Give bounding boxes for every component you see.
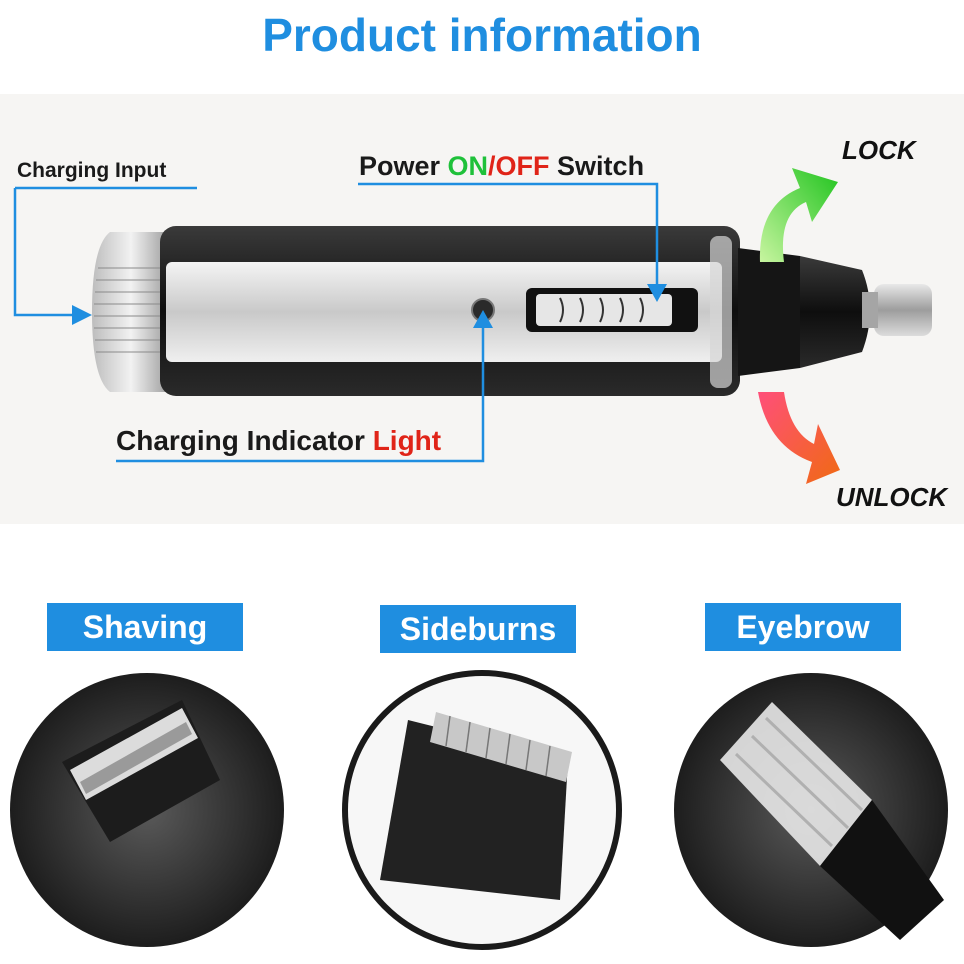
page-title: Product information xyxy=(262,9,702,61)
label-power-on: ON xyxy=(447,151,489,181)
label-lock: LOCK xyxy=(842,135,916,165)
badge-shaving: Shaving xyxy=(47,603,243,651)
feature-image-eyebrow xyxy=(674,673,948,947)
feature-image-sideburns xyxy=(342,670,622,950)
power-switch xyxy=(526,288,698,332)
label-power-off: OFF xyxy=(495,151,550,181)
trimmer-body xyxy=(160,226,740,396)
lock-arrow-icon xyxy=(759,168,838,262)
callout-arrowheads xyxy=(72,284,667,328)
charging-input-cap xyxy=(92,232,170,392)
feature-image-shaving xyxy=(10,673,284,947)
label-power-slash: / xyxy=(488,151,496,181)
label-indicator-prefix: Charging Indicator xyxy=(116,425,373,456)
label-indicator-highlight: Light xyxy=(372,425,442,456)
unlock-arrow-icon xyxy=(758,392,840,484)
label-charging-input: Charging Input xyxy=(17,159,167,182)
label-unlock: UNLOCK xyxy=(836,482,948,512)
badge-sideburns: Sideburns xyxy=(380,605,576,653)
label-power-switch: Power ON/OFF Switch xyxy=(359,151,644,182)
label-power-prefix: Power xyxy=(359,151,448,181)
trimmer-head xyxy=(738,248,932,376)
label-charging-indicator: Charging Indicator Light xyxy=(116,425,441,457)
label-power-suffix: Switch xyxy=(549,151,645,181)
callout-lines xyxy=(13,182,659,463)
badge-eyebrow: Eyebrow xyxy=(705,603,901,651)
